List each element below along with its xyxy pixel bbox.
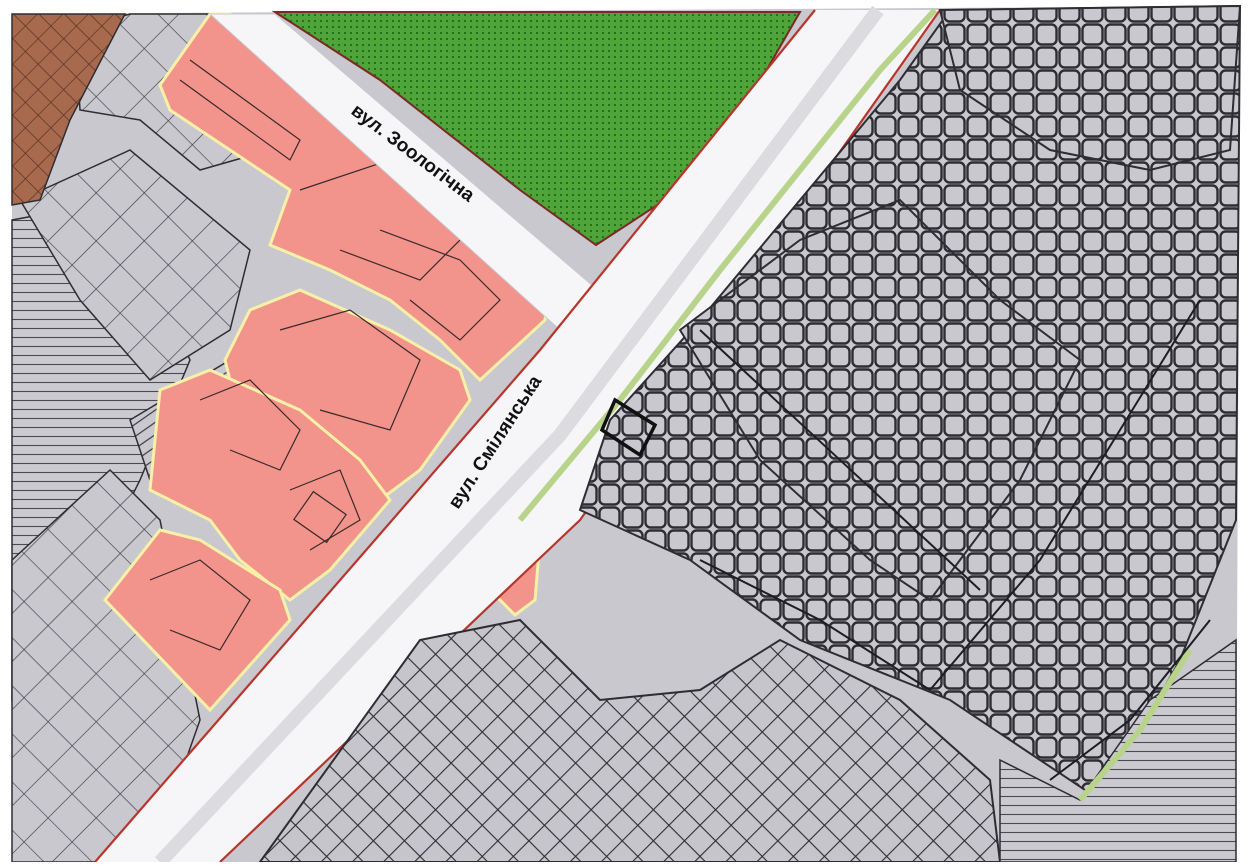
road-smilianska[interactable]: [95, 10, 940, 862]
road-center-shading: [154, 5, 884, 867]
zone-boundaries: [699, 299, 1211, 781]
zone-west-cross: [18, 149, 251, 381]
zone-east-diamond: [678, 198, 1082, 602]
zone-east-north-grid: [938, 4, 1242, 172]
green-strip: [517, 7, 938, 522]
residential-block-southwest[interactable]: [148, 368, 392, 602]
park-zone[interactable]: [271, 11, 802, 247]
road-edge-west: [94, 9, 816, 863]
residential-block-south[interactable]: [103, 528, 292, 713]
zone-southeast-diamond[interactable]: [258, 618, 1002, 863]
green-strip-southeast: [1077, 648, 1193, 802]
selected-plot-outline[interactable]: [599, 397, 658, 458]
zone-brown: [11, 13, 127, 206]
building-outlines: [149, 59, 501, 651]
